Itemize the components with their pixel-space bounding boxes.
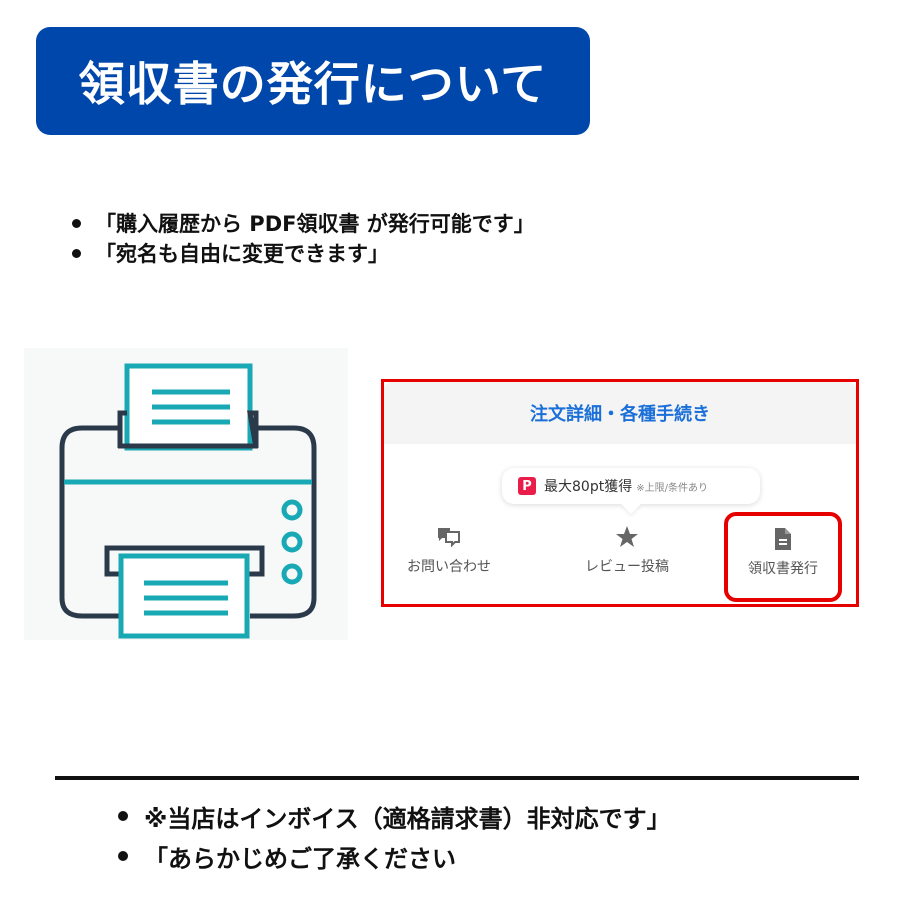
note-bullet: ※当店はインボイス（適格請求書）非対応です」	[118, 796, 671, 836]
printer-illustration	[24, 348, 348, 640]
contact-label: お問い合わせ	[407, 559, 491, 575]
title-banner: 領収書の発行について	[36, 27, 590, 135]
star-icon	[615, 524, 639, 550]
receipt-issue-label: 領収書発行	[748, 561, 818, 577]
intro-bullet: 「宛名も自由に変更できます」	[72, 238, 535, 268]
bullet-dot-icon	[118, 851, 128, 861]
bullet-dot-icon	[72, 218, 81, 228]
points-tooltip: P 最大80pt獲得 ※上限/条件あり	[502, 468, 760, 504]
notes-bullet-list: ※当店はインボイス（適格請求書）非対応です」 「あらかじめご了承ください	[118, 796, 671, 876]
panel-header-title: 注文詳細・各種手続き	[530, 404, 710, 425]
section-divider	[55, 776, 859, 780]
intro-bullet: 「購入履歴から PDF領収書 が発行可能です」	[72, 208, 535, 238]
intro-bullet-list: 「購入履歴から PDF領収書 が発行可能です」 「宛名も自由に変更できます」	[72, 208, 535, 268]
action-row: お問い合わせ レビュー投稿 領収書発行	[384, 512, 856, 602]
chat-bubbles-icon	[436, 524, 462, 550]
document-icon	[773, 526, 793, 552]
panel-header: 注文詳細・各種手続き	[384, 382, 856, 444]
order-details-panel: 注文詳細・各種手続き P 最大80pt獲得 ※上限/条件あり お問い合わせ レビ…	[381, 379, 859, 607]
bullet-dot-icon	[72, 248, 81, 258]
paypay-icon: P	[518, 477, 536, 495]
review-button[interactable]: レビュー投稿	[562, 516, 692, 596]
receipt-issue-button[interactable]: 領収書発行	[724, 512, 842, 602]
note-bullet: 「あらかじめご了承ください	[118, 836, 671, 876]
contact-button[interactable]: お問い合わせ	[384, 516, 514, 596]
points-text: 最大80pt獲得	[544, 479, 633, 495]
page-title: 領収書の発行について	[78, 57, 548, 111]
printer-icon	[59, 363, 317, 639]
points-note: ※上限/条件あり	[636, 482, 708, 494]
bullet-dot-icon	[118, 811, 128, 821]
review-label: レビュー投稿	[585, 559, 669, 575]
